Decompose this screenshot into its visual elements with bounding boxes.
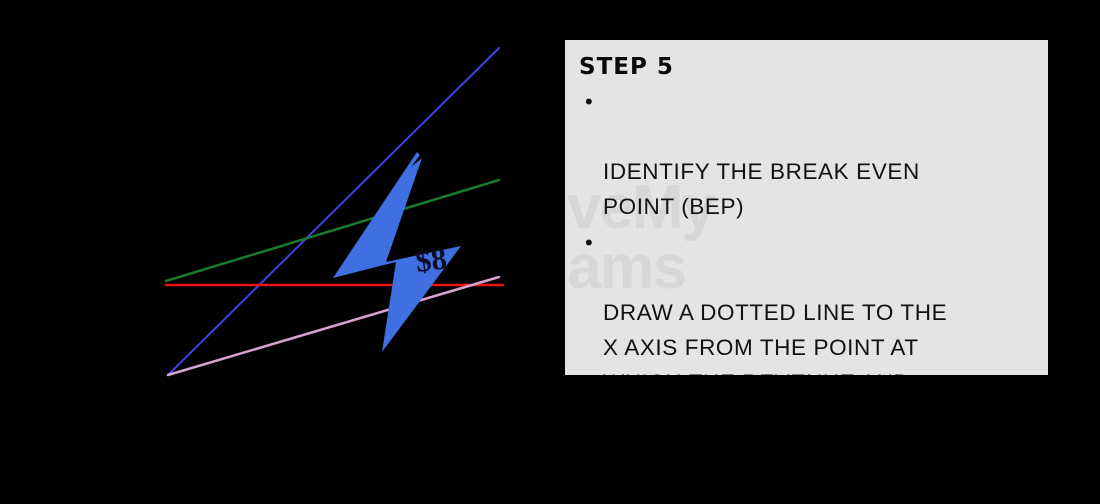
list-item: • DRAW A DOTTED LINE TO THE X AXIS FROM …	[579, 225, 1032, 375]
step-callout-content: STEP 5 • IDENTIFY THE BREAK EVEN POINT (…	[565, 40, 1048, 375]
step-bullet-list: • IDENTIFY THE BREAK EVEN POINT (BEP) • …	[579, 84, 1032, 375]
bullet-glyph: •	[585, 230, 594, 255]
list-item-text: IDENTIFY THE BREAK EVEN POINT (BEP)	[603, 159, 920, 219]
step-callout-box: veMy ams STEP 5 • IDENTIFY THE BREAK EVE…	[565, 40, 1048, 375]
total-costs-line	[164, 178, 501, 283]
list-item: • IDENTIFY THE BREAK EVEN POINT (BEP)	[579, 84, 1032, 224]
break-even-chart: $8	[164, 47, 505, 377]
chart-svg	[164, 47, 505, 377]
step-title: STEP 5	[579, 54, 674, 80]
list-item-text: DRAW A DOTTED LINE TO THE X AXIS FROM TH…	[603, 300, 948, 375]
bullet-glyph: •	[585, 89, 594, 114]
